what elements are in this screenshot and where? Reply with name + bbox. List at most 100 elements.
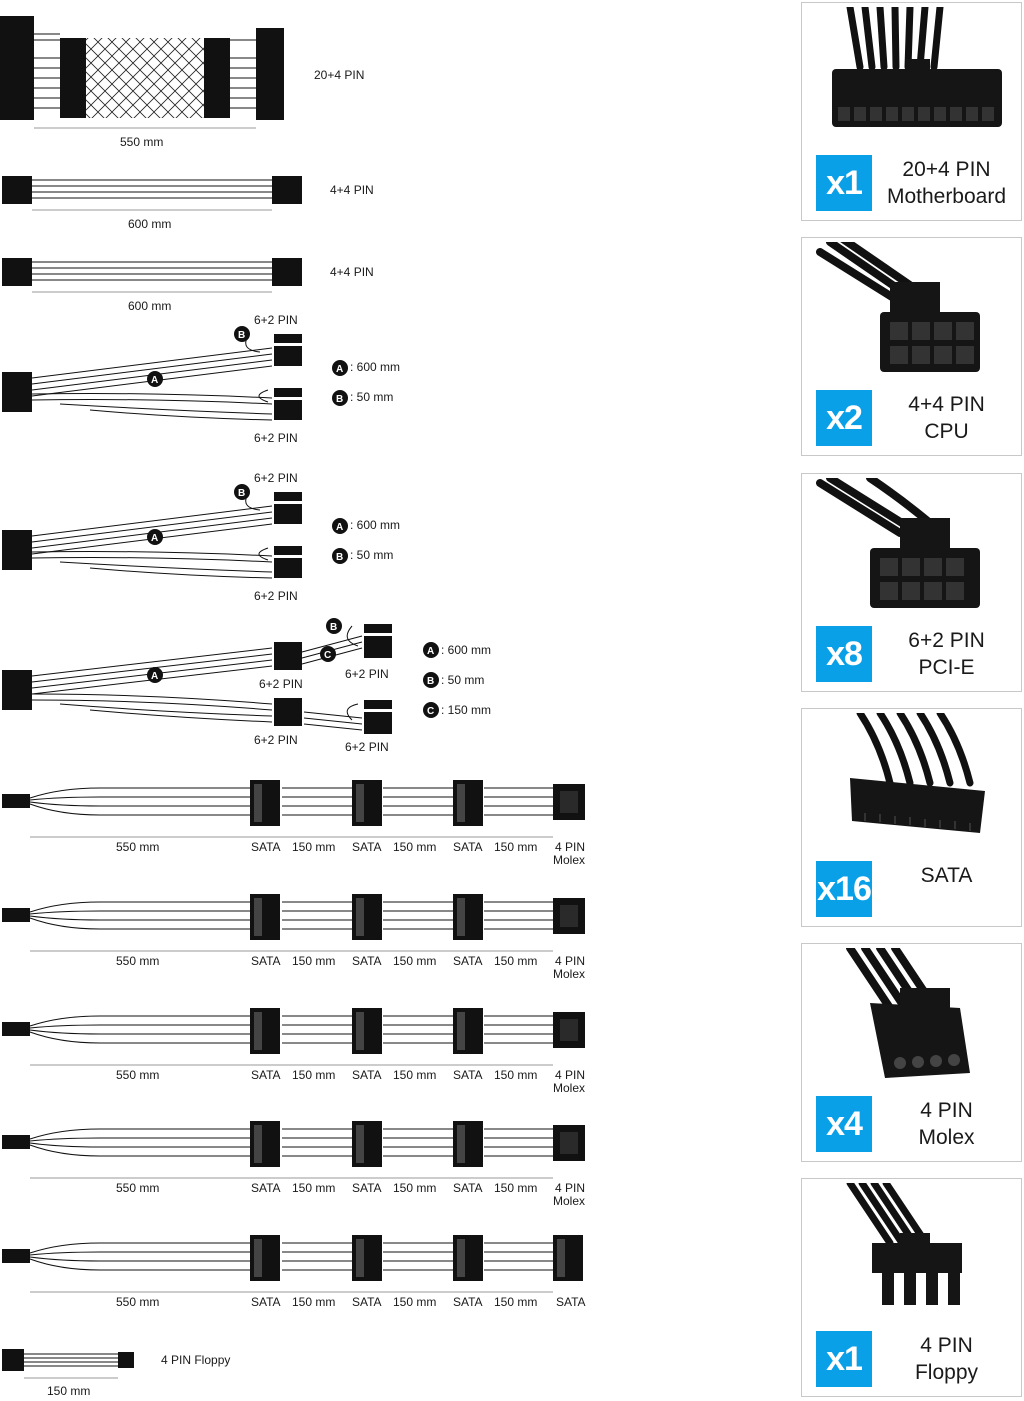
sata-segment-length: 550 mm — [116, 954, 159, 968]
cpu2-length: 600 mm — [128, 299, 171, 313]
sata-segment-length: 150 mm — [292, 1181, 335, 1195]
pcie-psu-connector-icon — [2, 372, 32, 412]
floppy-connector-label: 4 PIN Floppy — [161, 1353, 230, 1367]
marker-b-icon — [234, 326, 250, 342]
pcie-cable-1: B A 6+2 PIN 6+2 PIN A : 600 mm B : 50 mm — [2, 313, 400, 445]
cpu-left-connector-icon — [2, 258, 32, 286]
svg-text:A: A — [151, 671, 158, 682]
sata-label: SATA — [352, 1068, 382, 1082]
sata-segment-length: 150 mm — [292, 1068, 335, 1082]
floppy-cable: 150 mm 4 PIN Floppy — [2, 1349, 230, 1398]
end-connector-label: Molex — [553, 967, 585, 981]
marker-b-icon — [326, 618, 342, 634]
svg-text:C: C — [427, 706, 434, 717]
sata-label: SATA — [251, 840, 281, 854]
sata-label: SATA — [251, 954, 281, 968]
sata-label: SATA — [453, 954, 483, 968]
svg-text:A: A — [151, 533, 158, 544]
sata-segment-length: 150 mm — [494, 1295, 537, 1309]
floppy-left-connector-icon — [2, 1349, 24, 1371]
svg-text:B: B — [238, 488, 245, 499]
end-connector-label: 4 PIN — [555, 1181, 585, 1195]
pcie3-bottom-left-label: 6+2 PIN — [254, 733, 298, 747]
sata-psu-connector-icon — [2, 908, 30, 922]
atx-connector-label: 20+4 PIN — [314, 68, 364, 82]
cable-diagram: 550 mm 20+4 PIN 600 mm 4+4 PIN 600 mm 4+… — [0, 16, 586, 1398]
atx-length: 550 mm — [120, 135, 163, 149]
cpu1-length: 600 mm — [128, 217, 171, 231]
molex-connector-icon — [846, 948, 970, 1078]
sata-segment-length: 150 mm — [292, 954, 335, 968]
pcie-psu-connector-icon — [2, 670, 32, 710]
sata-psu-connector-icon — [2, 1135, 30, 1149]
sata-segment-length: 150 mm — [393, 1295, 436, 1309]
cpu-right-connector-icon — [272, 176, 302, 204]
sata-label: SATA — [251, 1068, 281, 1082]
marker-a-icon — [147, 371, 163, 387]
pcie3-bottom-right-label: 6+2 PIN — [345, 740, 389, 754]
sata-label: SATA — [352, 954, 382, 968]
atx-connector-icon — [832, 7, 1002, 127]
svg-text:C: C — [324, 650, 331, 661]
pcie2-legend: A : 600 mm B : 50 mm — [332, 518, 400, 564]
pcie-cable-3: B C A 6+2 PIN 6+2 PIN 6+2 PIN 6+2 PIN A … — [2, 618, 491, 754]
pcie3-right-top-label: 6+2 PIN — [345, 667, 389, 681]
sata-label: SATA — [453, 840, 483, 854]
svg-text:B: B — [336, 552, 343, 563]
floppy-length: 150 mm — [47, 1384, 90, 1398]
sata-segment-length: 550 mm — [116, 1181, 159, 1195]
pcie3-legend: A : 600 mm B : 50 mm C : 150 mm — [423, 642, 491, 718]
sata-psu-connector-icon — [2, 1022, 30, 1036]
sata-segment-length: 550 mm — [116, 1068, 159, 1082]
cpu1-connector-label: 4+4 PIN — [330, 183, 374, 197]
sata-segment-length: 150 mm — [393, 954, 436, 968]
quantity-badge: x1 — [816, 1331, 872, 1387]
pcie1-bottom-label: 6+2 PIN — [254, 431, 298, 445]
quantity-badge: x16 — [816, 861, 872, 917]
quantity-badge: x8 — [816, 626, 872, 682]
sata-cable-row: 550 mm SATA 150 mm SATA 150 mm SATA 150 mm 4 PI… — [2, 894, 585, 981]
pcie1-legend: A : 600 mm B : 50 mm — [332, 360, 400, 406]
sata-label: SATA — [453, 1181, 483, 1195]
svg-text:B: B — [238, 330, 245, 341]
sata-cables: 550 mm SATA 150 mm SATA 150 mm SATA 150 mm 4 PI… — [2, 780, 586, 1309]
sata-segment-length: 150 mm — [494, 954, 537, 968]
marker-c-icon — [320, 646, 336, 662]
end-connector-label: 4 PIN — [555, 1068, 585, 1082]
atx-left-connector-icon — [0, 16, 34, 120]
sata-label: SATA — [453, 1295, 483, 1309]
sata-segment-length: 150 mm — [494, 840, 537, 854]
cpu-cable-1: 600 mm 4+4 PIN — [2, 176, 374, 231]
svg-text:B: B — [427, 676, 434, 687]
sata-label: SATA — [251, 1181, 281, 1195]
sata-connector-icon — [850, 713, 985, 833]
pcie2-top-label: 6+2 PIN — [254, 471, 298, 485]
sata-segment-length: 150 mm — [393, 840, 436, 854]
marker-a-icon — [147, 667, 163, 683]
card-sata: x16 SATA — [801, 708, 1022, 927]
sata-label: SATA — [352, 1295, 382, 1309]
svg-text:: 150 mm: : 150 mm — [441, 703, 491, 717]
floppy-connector-icon — [846, 1183, 962, 1305]
end-connector-label: 4 PIN — [555, 954, 585, 968]
svg-text:A: A — [336, 522, 343, 533]
pcie3-mid-left-label: 6+2 PIN — [259, 677, 303, 691]
sata-segment-length: 550 mm — [116, 840, 159, 854]
svg-text:A: A — [336, 364, 343, 375]
sata-label: SATA — [352, 1181, 382, 1195]
svg-text:: 600 mm: : 600 mm — [350, 360, 400, 374]
cpu-right-connector-icon — [272, 258, 302, 286]
sata-segment-length: 150 mm — [494, 1068, 537, 1082]
